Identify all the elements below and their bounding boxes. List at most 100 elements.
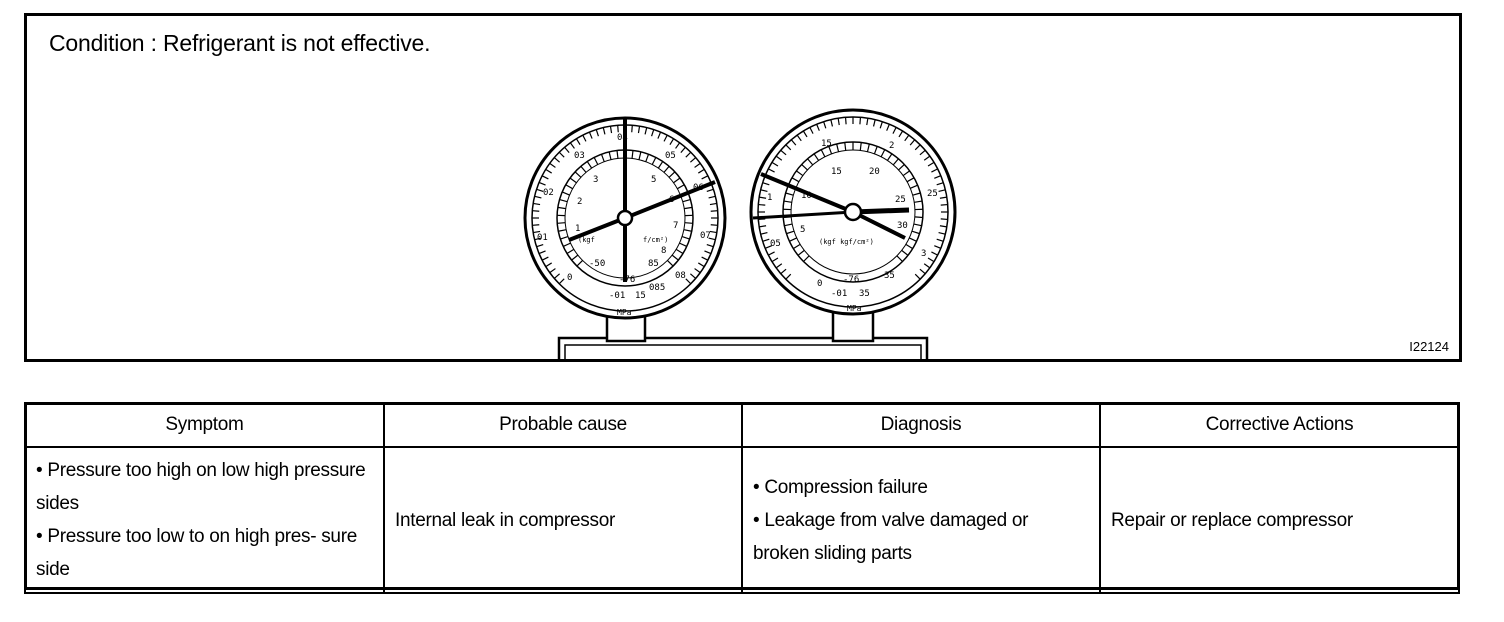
gauge-tick — [823, 121, 827, 129]
gauge-tick — [879, 121, 883, 129]
svg-text:25: 25 — [895, 195, 906, 205]
gauge-tick — [576, 260, 583, 267]
cell-diagnosis: • Compression failure • Leakage from val… — [741, 446, 1101, 594]
gauge-tick — [645, 153, 650, 162]
gauge-tick — [684, 206, 693, 210]
gauge-tick — [830, 119, 834, 127]
gauge-tick — [797, 249, 805, 256]
gauge-tick — [657, 131, 662, 139]
gauge-tick — [931, 168, 938, 173]
gauge-tick — [940, 203, 948, 206]
cell-symptom: • Pressure too high on low high pressure… — [24, 446, 385, 594]
gauge-tick — [593, 157, 599, 165]
gauge-tick — [886, 153, 893, 161]
gauge-tick — [532, 210, 540, 212]
gauge-tick — [910, 184, 918, 189]
left-gauge-labels: 0 01 02 03 04 05 06 07 08 085 -01 15 MPa… — [537, 133, 711, 317]
gauge-tick — [758, 218, 766, 221]
cell-corrective-action: Repair or replace compressor — [1099, 446, 1460, 594]
table-header-row: Symptom Probable cause Diagnosis Correct… — [24, 402, 1460, 448]
right-gauge-labels: 0 05 1 15 2 25 3 35 -01 MPa 5 10 15 20 2… — [767, 139, 938, 313]
gauge-tick — [651, 157, 657, 165]
gauge-tick — [927, 161, 935, 167]
gauge-tick — [673, 177, 681, 184]
manifold-bar — [557, 336, 929, 362]
svg-text:-50: -50 — [589, 259, 605, 269]
gauge-tick — [534, 237, 542, 241]
gauge-tick — [789, 237, 797, 242]
svg-text:01: 01 — [537, 233, 548, 243]
pressure-gauges-illustration: 0 01 02 03 04 05 06 07 08 085 -01 15 MPa… — [523, 108, 957, 362]
gauge-tick — [549, 268, 556, 274]
gauge-tick — [669, 138, 675, 145]
svg-text:(kgf: (kgf — [578, 236, 595, 244]
svg-text:-76: -76 — [843, 275, 859, 285]
gauge-tick — [771, 257, 779, 263]
gauge-tick — [768, 251, 775, 256]
gauge-tick — [709, 202, 717, 206]
gauge-tick — [709, 230, 717, 234]
gauge-tick — [679, 242, 688, 248]
gauge-tick — [690, 157, 697, 163]
gauge-tick — [538, 181, 546, 186]
gauge-tick — [793, 243, 801, 250]
svg-text:03: 03 — [574, 151, 585, 161]
gauge-tick — [768, 168, 775, 173]
gauge-tick — [760, 231, 768, 235]
gauge-tick — [912, 192, 921, 196]
svg-text:2: 2 — [889, 141, 894, 151]
svg-text:085: 085 — [649, 283, 665, 293]
gauge-tick — [538, 250, 546, 255]
gauge-tick — [898, 164, 905, 171]
condition-title: Condition : Refrigerant is not effective… — [49, 30, 431, 56]
gauge-tick — [566, 248, 575, 255]
svg-text:-01: -01 — [609, 291, 625, 301]
gauge-tick — [675, 142, 681, 149]
svg-text:5: 5 — [800, 225, 805, 235]
svg-text:MPa: MPa — [617, 308, 632, 317]
gauge-tick — [534, 195, 542, 199]
gauge-tick — [803, 255, 810, 262]
svg-text:f/cm²): f/cm²) — [643, 236, 668, 244]
gauge-tick — [637, 126, 641, 134]
svg-text:20: 20 — [869, 167, 880, 177]
gauge-tick — [909, 139, 916, 146]
right-outer-ticks — [758, 117, 948, 280]
gauge-tick — [905, 243, 913, 250]
gauge-tick — [681, 235, 690, 240]
gauge-tick — [802, 130, 808, 138]
gauge-tick — [939, 196, 947, 199]
gauge-tick — [813, 153, 820, 161]
diagnosis-table: Symptom Probable cause Diagnosis Correct… — [24, 402, 1460, 594]
gauge-tick — [677, 184, 685, 190]
svg-text:2: 2 — [577, 197, 582, 207]
svg-text:05: 05 — [665, 151, 676, 161]
gauge-tick — [762, 238, 770, 242]
gauge-tick — [574, 171, 582, 178]
gauge-tick — [931, 251, 938, 256]
gauge-tick — [886, 124, 890, 131]
gauge-tick — [667, 260, 674, 267]
gauge-tick — [901, 249, 909, 256]
gauge-tick — [913, 223, 922, 227]
gauge-tick — [569, 177, 577, 184]
gauge-tick — [859, 117, 862, 125]
gauge-tick — [682, 198, 691, 203]
gauge-tick — [765, 245, 772, 249]
header-symptom: Symptom — [24, 402, 385, 448]
gauge-tick — [609, 126, 613, 134]
gauge-tick — [923, 155, 931, 161]
gauge-tick — [807, 158, 814, 166]
gauge-tick — [880, 149, 886, 158]
figure-box: Condition : Refrigerant is not effective… — [24, 13, 1462, 362]
gauge-tick — [706, 244, 714, 248]
gauge-tick — [844, 142, 847, 151]
gauge-tick — [663, 134, 668, 142]
gauge-tick — [914, 273, 921, 280]
gauge-tick — [690, 273, 697, 279]
gauge-tick — [680, 146, 686, 153]
gauge-tick — [616, 150, 619, 159]
gauge-tick — [780, 268, 787, 275]
gauge-tick — [559, 198, 568, 203]
gauge-tick — [602, 127, 606, 135]
